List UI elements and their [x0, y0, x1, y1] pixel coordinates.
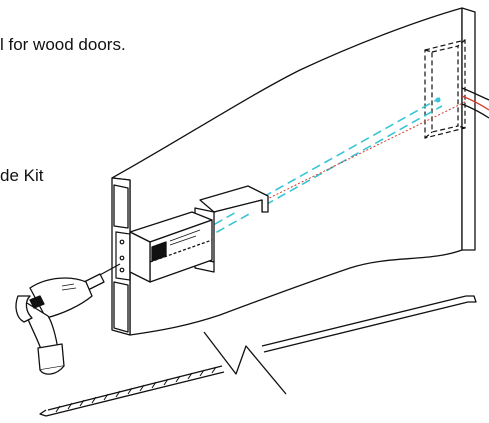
target-point: [435, 97, 441, 103]
door-panel: [111, 7, 476, 336]
long-drill-bit-icon: [39, 295, 477, 417]
break-symbol-icon: [203, 331, 287, 395]
instruction-text-line-2: de Kit: [0, 166, 44, 185]
lock-body-box: [129, 211, 213, 283]
drill-alignment-beam: [189, 97, 443, 247]
instruction-text-line-1: l for wood doors.: [0, 35, 126, 54]
strike-pocket: [424, 39, 466, 139]
power-drill-icon: [15, 263, 121, 375]
mortise-pocket: [115, 231, 131, 281]
wire-path-line: [254, 101, 466, 206]
wires: [461, 87, 489, 119]
